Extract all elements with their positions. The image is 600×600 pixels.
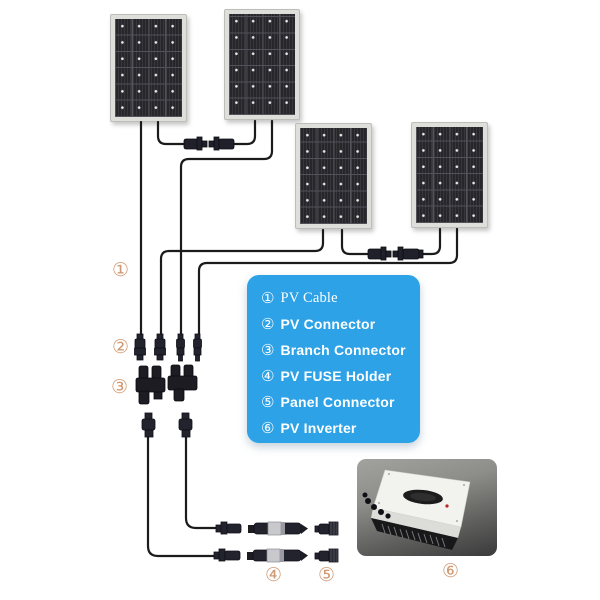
branch-connector-left-icon — [135, 365, 166, 405]
solar-panel-3 — [295, 123, 372, 229]
solar-panel-2 — [224, 9, 300, 120]
solar-panel-1-cells — [115, 19, 182, 117]
solar-panel-1 — [110, 14, 187, 122]
legend-item-panel-connector: ⑤ Panel Connector — [261, 389, 414, 415]
bottom-row-1 — [215, 521, 339, 536]
legend-label-2: PV Connector — [280, 316, 376, 332]
solar-panel-3-cells — [300, 128, 367, 224]
mc4-connector-row1-icon — [215, 521, 242, 535]
legend-label-1: PV Cable — [280, 289, 338, 306]
callout-2-pv-connector: ② — [112, 336, 130, 358]
pv-cable-panel3-right — [340, 228, 370, 256]
callout-3-branch-connector: ③ — [111, 376, 129, 398]
solar-panel-2-cells — [229, 14, 295, 115]
pv-cable-panel4-left — [421, 227, 442, 256]
legend-num-4: ④ — [261, 368, 275, 385]
pv-inverter-photo — [357, 459, 497, 556]
bottom-row-2 — [213, 548, 339, 563]
pv-connector-row-icon — [134, 333, 202, 362]
legend-num-1: ① — [261, 290, 275, 307]
legend-num-5: ⑤ — [261, 394, 275, 411]
legend-label-4: PV FUSE Holder — [280, 368, 392, 384]
legend-item-branch-connector: ③ Branch Connector — [261, 337, 414, 363]
legend-item-pv-fuse-holder: ④ PV FUSE Holder — [261, 363, 414, 389]
callout-4-pv-fuse-holder: ④ — [265, 564, 283, 586]
legend-num-3: ③ — [261, 342, 275, 359]
mc4-connector-row2-icon — [213, 548, 241, 562]
solar-panel-4-cells — [416, 127, 483, 223]
legend-item-pv-connector: ② PV Connector — [261, 311, 414, 337]
pv-cable-branch-right-out — [184, 434, 218, 530]
panel-connector-row1-icon — [314, 521, 339, 536]
pv-fuse-holder-row1-icon — [248, 521, 308, 536]
branch-connector-right-icon — [167, 364, 198, 402]
branch-output-connectors-icon — [141, 412, 193, 438]
panel-connector-row2-icon — [314, 548, 339, 563]
pv-fuse-holder-row2-icon — [247, 548, 308, 563]
callout-6-pv-inverter: ⑥ — [442, 560, 460, 582]
legend-label-5: Panel Connector — [280, 394, 395, 410]
pv-cable-branch-left-out — [146, 434, 222, 558]
pv-cable-panel2-left — [232, 119, 257, 146]
legend-label-6: PV Inverter — [280, 420, 357, 436]
legend-item-pv-inverter: ⑥ PV Inverter — [261, 415, 414, 441]
solar-panel-4 — [411, 122, 488, 228]
callout-5-panel-connector: ⑤ — [318, 564, 336, 586]
legend-item-pv-cable: ① PV Cable — [261, 285, 414, 311]
pv-connector-pair-mid-icon — [367, 246, 424, 261]
legend-label-3: Branch Connector — [280, 342, 406, 358]
callout-1-pv-cable: ① — [112, 259, 130, 281]
legend-num-2: ② — [261, 316, 275, 333]
legend-num-6: ⑥ — [261, 420, 275, 437]
pv-connector-pair-top-icon — [183, 136, 235, 151]
pv-cable-panel1-right — [156, 120, 186, 146]
legend-box: ① PV Cable ② PV Connector ③ Branch Conne… — [247, 275, 420, 443]
